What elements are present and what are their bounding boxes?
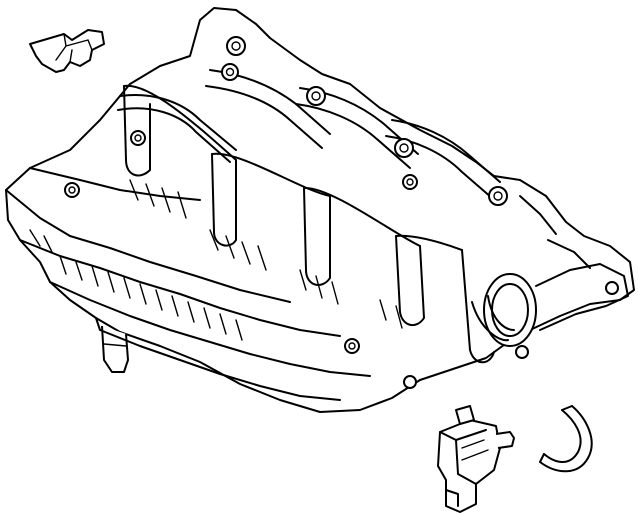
bracket-part [29, 29, 105, 73]
intake-manifold-part [5, 7, 635, 413]
valve-part [437, 405, 515, 513]
hose-part [539, 405, 593, 473]
